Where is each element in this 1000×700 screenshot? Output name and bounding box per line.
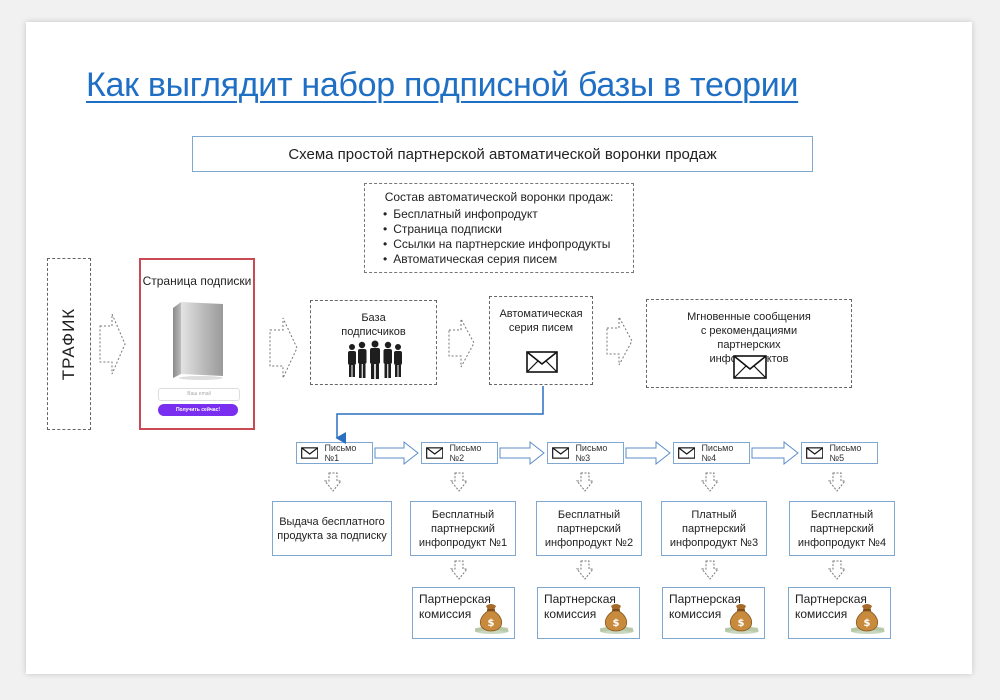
commission-label: Партнерская комиссия xyxy=(795,592,867,621)
hollow-arrow-icon xyxy=(99,313,126,375)
envelope-icon xyxy=(526,351,558,373)
svg-text:$: $ xyxy=(488,618,495,629)
page-title: Как выглядит набор подписной базы в теор… xyxy=(86,66,799,104)
letter-label: Письмо №1 xyxy=(324,443,357,463)
envelope-icon xyxy=(301,447,319,459)
hollow-arrow-icon xyxy=(606,316,633,366)
letter-box-2: Письмо №2 xyxy=(421,442,498,464)
composition-list: Бесплатный инфопродукт Страница подписки… xyxy=(373,207,625,267)
money-bag-icon: $ xyxy=(474,604,509,634)
subscribe-page-title: Страница подписки xyxy=(142,274,252,288)
auto-series-label: Автоматическая серия писем xyxy=(499,308,583,334)
letter-label: Письмо №2 xyxy=(449,443,482,463)
result-box-4: Платный партнерский инфопродукт №3 xyxy=(661,501,767,556)
composition-box: Состав автоматической воронки продаж: Бе… xyxy=(364,183,634,273)
envelope-icon xyxy=(426,447,444,459)
commission-box-4: Партнерская комиссия $ xyxy=(788,587,891,639)
svg-text:$: $ xyxy=(738,618,745,629)
envelope-icon xyxy=(552,447,570,459)
hollow-arrow-icon xyxy=(323,472,343,492)
svg-text:$: $ xyxy=(864,618,871,629)
auto-series-box: Автоматическая серия писем xyxy=(489,296,593,385)
result-box-5: Бесплатный партнерский инфопродукт №4 xyxy=(789,501,895,556)
money-bag-icon: $ xyxy=(599,604,634,634)
instant-messages-box: Мгновенные сообщения с рекомендациями па… xyxy=(646,299,852,388)
book-icon xyxy=(173,302,223,380)
hollow-arrow-icon xyxy=(700,472,720,492)
scheme-title: Схема простой партнерской автоматической… xyxy=(192,136,813,172)
composition-item: Автоматическая серия писем xyxy=(383,252,625,267)
hollow-arrow-icon xyxy=(575,472,595,492)
hollow-arrow-icon xyxy=(448,318,475,368)
letter-box-1: Письмо №1 xyxy=(296,442,373,464)
commission-label: Партнерская комиссия xyxy=(669,592,741,621)
hollow-arrow-icon xyxy=(751,440,799,466)
money-bag-icon: $ xyxy=(850,604,885,634)
hollow-arrow-icon xyxy=(625,440,671,466)
subscriber-base-label: База подписчиков xyxy=(341,312,406,338)
letter-label: Письмо №3 xyxy=(575,443,608,463)
letter-label: Письмо №4 xyxy=(701,443,734,463)
money-bag-icon: $ xyxy=(724,604,759,634)
hollow-arrow-icon xyxy=(827,472,847,492)
result-box-2: Бесплатный партнерский инфопродукт №1 xyxy=(410,501,516,556)
letter-box-3: Письмо №3 xyxy=(547,442,624,464)
hollow-arrow-icon xyxy=(499,440,545,466)
result-box-3: Бесплатный партнерский инфопродукт №2 xyxy=(536,501,642,556)
hollow-arrow-icon xyxy=(575,560,595,580)
subscribe-page-box: Страница подписки Ваш email Получить сей… xyxy=(139,258,255,430)
composition-item: Ссылки на партнерские инфопродукты xyxy=(383,237,625,252)
composition-item: Страница подписки xyxy=(383,222,625,237)
subscriber-base-box: База подписчиков xyxy=(310,300,437,385)
svg-text:$: $ xyxy=(613,618,620,629)
commission-box-3: Партнерская комиссия $ xyxy=(662,587,765,639)
commission-box-1: Партнерская комиссия $ xyxy=(412,587,515,639)
letter-box-4: Письмо №4 xyxy=(673,442,750,464)
hollow-arrow-icon xyxy=(374,440,419,466)
letter-box-5: Письмо №5 xyxy=(801,442,878,464)
commission-box-2: Партнерская комиссия $ xyxy=(537,587,640,639)
composition-item: Бесплатный инфопродукт xyxy=(383,207,625,222)
hollow-arrow-icon xyxy=(449,472,469,492)
traffic-box: ТРАФИК xyxy=(47,258,91,430)
hollow-arrow-icon xyxy=(700,560,720,580)
result-box-1: Выдача бесплатного продукта за подписку xyxy=(272,501,392,556)
envelope-icon xyxy=(678,447,696,459)
get-now-button[interactable]: Получить сейчас! xyxy=(158,404,238,416)
envelope-icon xyxy=(733,355,767,379)
composition-title: Состав автоматической воронки продаж: xyxy=(384,190,614,204)
people-icon xyxy=(348,340,402,379)
hollow-arrow-icon xyxy=(449,560,469,580)
commission-label: Партнерская комиссия xyxy=(544,592,616,621)
hollow-arrow-icon xyxy=(827,560,847,580)
hollow-arrow-icon xyxy=(269,317,298,379)
envelope-icon xyxy=(806,447,824,459)
letter-label: Письмо №5 xyxy=(829,443,862,463)
instant-messages-label: Мгновенные сообщения с рекомендациями па… xyxy=(687,311,811,365)
commission-label: Партнерская комиссия xyxy=(419,592,491,621)
email-input[interactable]: Ваш email xyxy=(158,388,240,401)
